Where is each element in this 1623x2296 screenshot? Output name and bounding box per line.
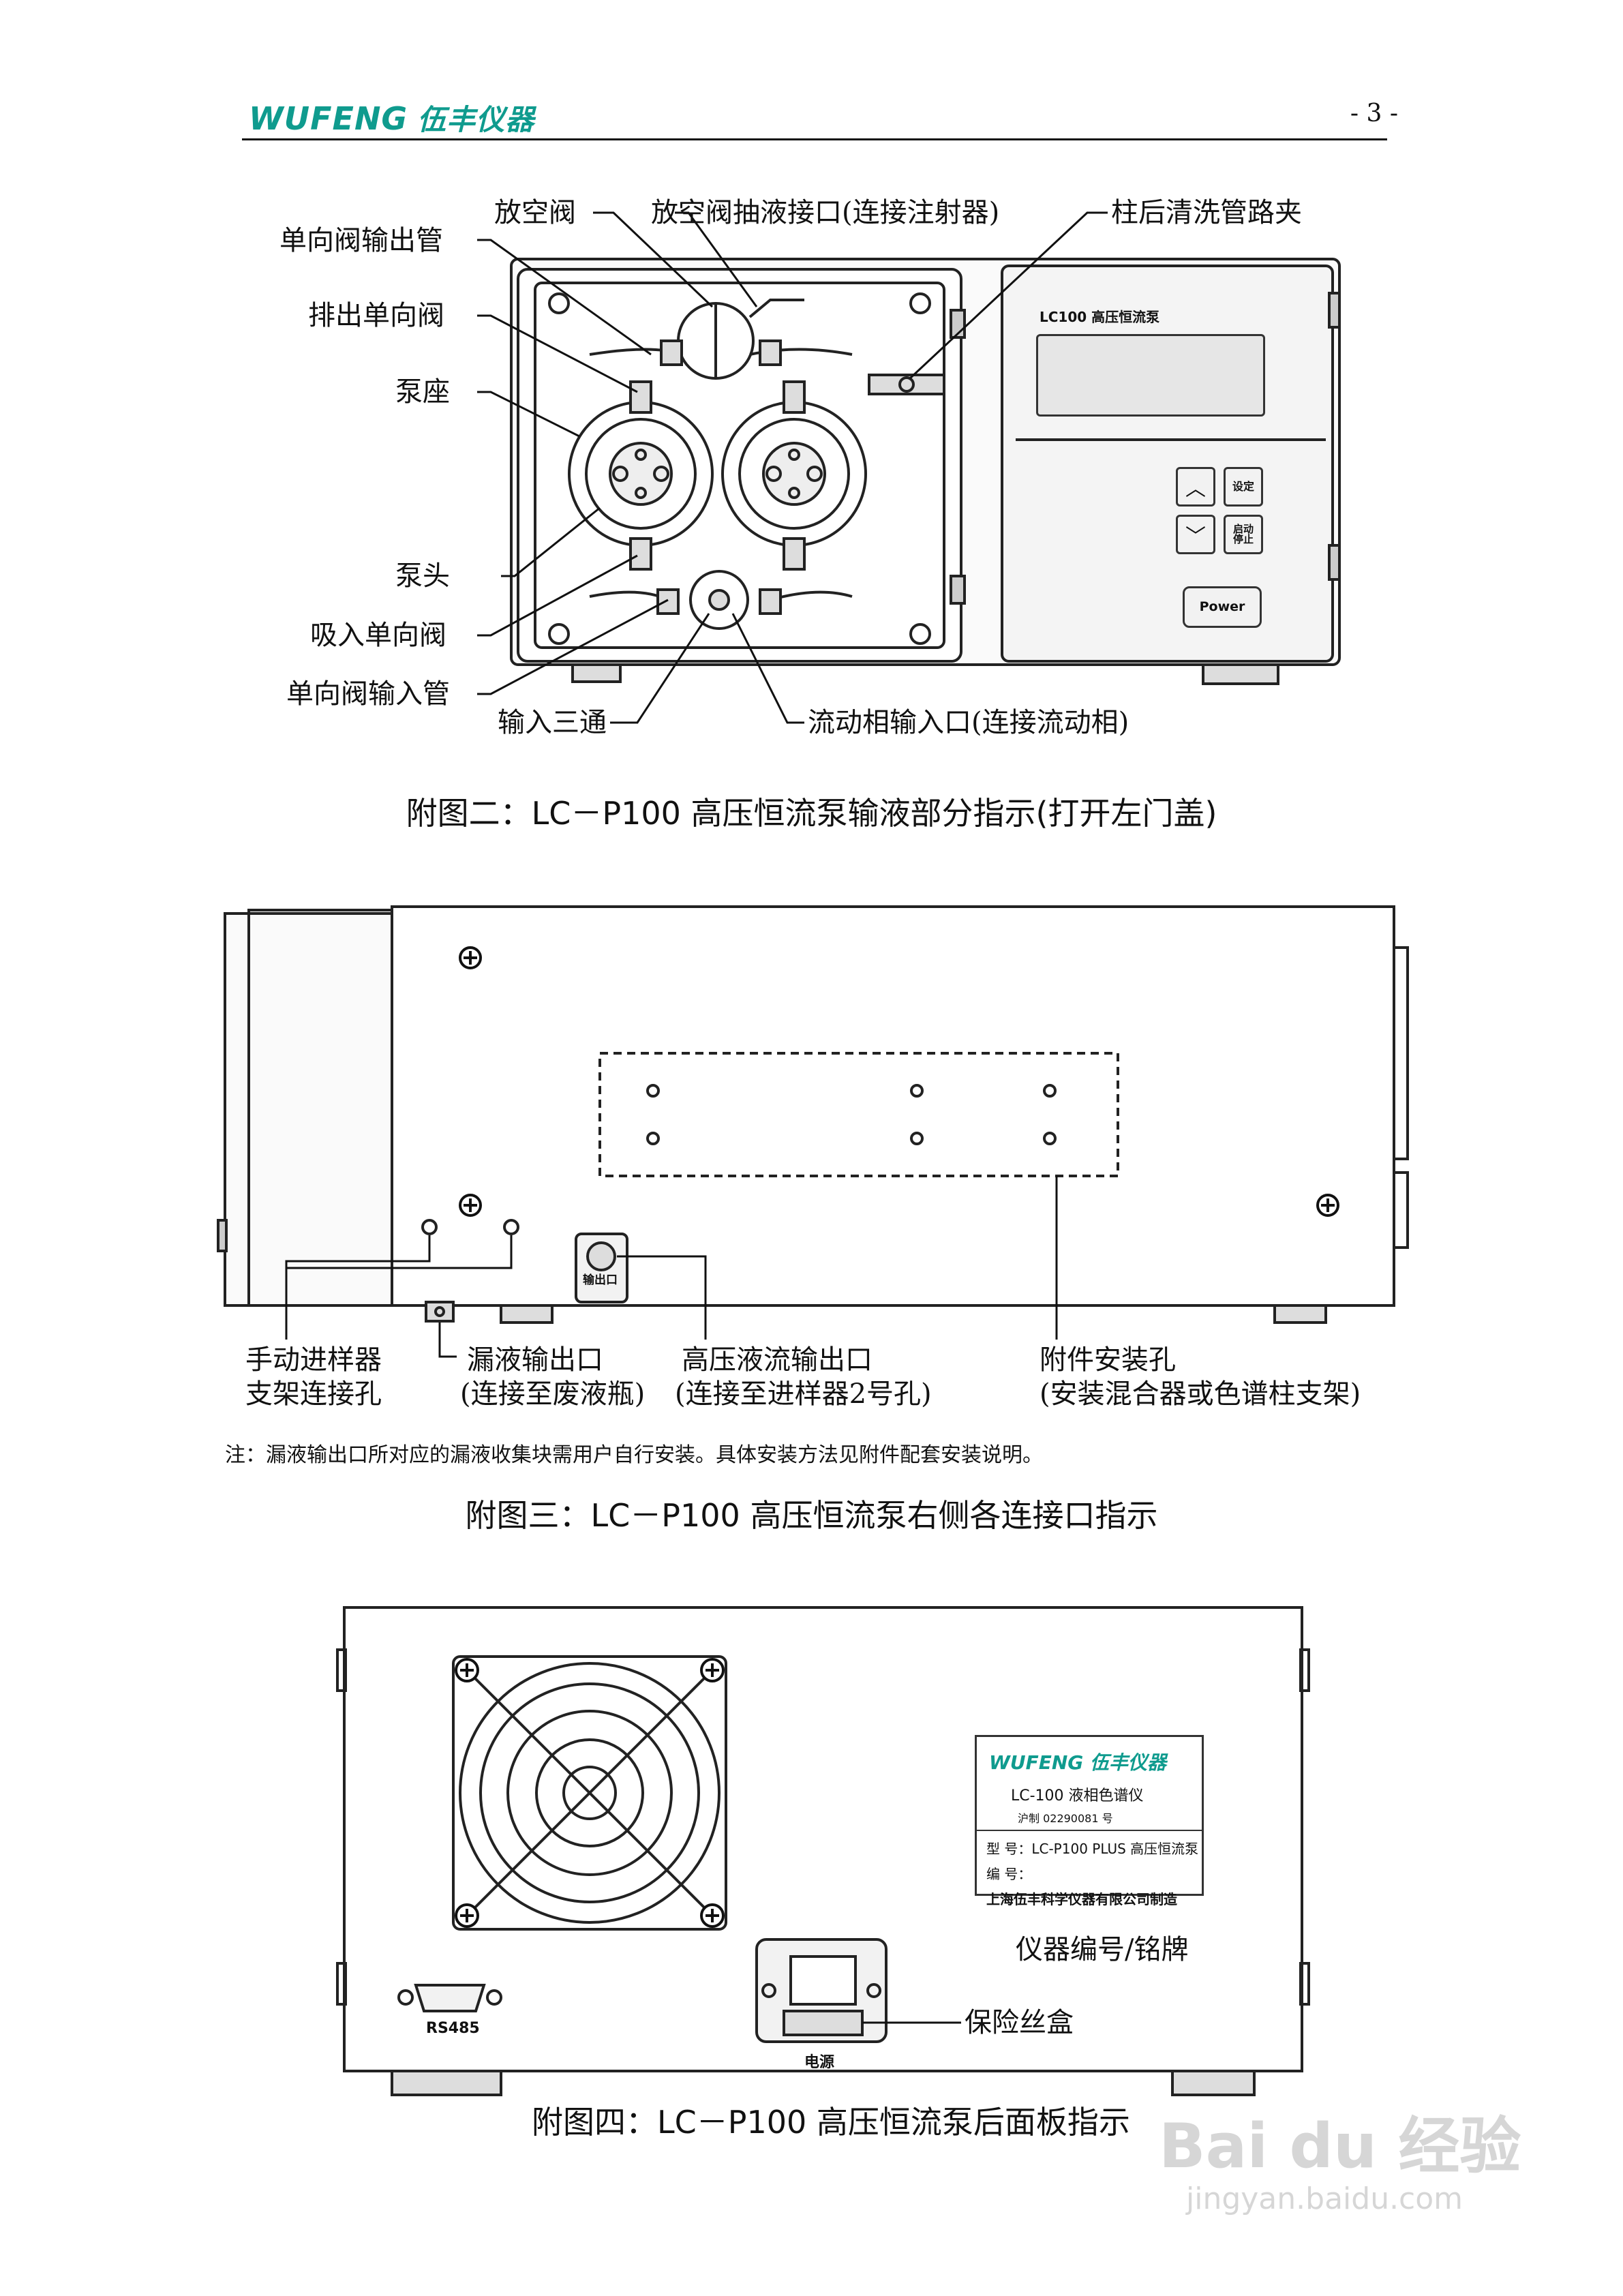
set-label: 设定 xyxy=(1232,480,1254,493)
nameplate: WUFENG 伍丰仪器 LC-100 液相色谱仪 沪制 02290081 号 型… xyxy=(975,1735,1204,1907)
rs485-label: RS485 xyxy=(426,2020,480,2037)
label-vent-port: 放空阀抽液接口(连接注射器) xyxy=(651,197,1000,228)
label-check-in-tube: 单向阀输入管 xyxy=(286,678,450,710)
label-manual-injector-1: 手动进样器 xyxy=(245,1344,382,1376)
nameplate-serial: 编 号： xyxy=(986,1866,1032,1882)
label-discharge-check: 排出单向阀 xyxy=(308,300,444,331)
up-button[interactable]: ︿ xyxy=(1176,467,1215,507)
start-label: 启动 xyxy=(1232,523,1254,535)
nameplate-cert: 沪制 02290081 号 xyxy=(1018,1812,1113,1825)
label-vent-valve: 放空阀 xyxy=(494,197,576,228)
label-suction-check: 吸入单向阀 xyxy=(310,620,446,651)
figure2-caption: 附图二：LC－P100 高压恒流泵输液部分指示(打开左门盖) xyxy=(406,795,1217,832)
label-hp-outlet-2: (连接至进样器2号孔) xyxy=(675,1378,932,1410)
power-label: Power xyxy=(1199,599,1245,614)
power-button[interactable]: Power xyxy=(1183,586,1262,628)
outlet-tag: 输出口 xyxy=(583,1273,618,1287)
page-number: - 3 - xyxy=(1350,100,1398,127)
chevron-up-icon: ︿ xyxy=(1185,477,1206,501)
header-rule xyxy=(242,138,1387,140)
label-manual-injector-2: 支架连接孔 xyxy=(245,1378,382,1410)
panel-title: LC100 高压恒流泵 xyxy=(1040,309,1160,325)
nameplate-logo: WUFENG 伍丰仪器 xyxy=(989,1748,1202,1775)
down-button[interactable]: ﹀ xyxy=(1176,515,1215,554)
watermark-url: jingyan.baidu.com xyxy=(1186,2181,1463,2216)
chevron-down-icon: ﹀ xyxy=(1185,525,1206,549)
nameplate-model: LC-100 液相色谱仪 xyxy=(1011,1787,1144,1804)
start-stop-button[interactable]: 启动停止 xyxy=(1224,515,1263,554)
set-button[interactable]: 设定 xyxy=(1224,467,1263,507)
label-hp-outlet-1: 高压液流输出口 xyxy=(682,1344,873,1376)
nameplate-type: 型 号：LC-P100 PLUS 高压恒流泵 xyxy=(986,1841,1199,1857)
nameplate-divider xyxy=(977,1830,1202,1831)
label-pump-head: 泵头 xyxy=(395,560,450,592)
nameplate-maker: 上海伍丰科学仪器有限公司制造 xyxy=(986,1891,1177,1907)
lcd-display xyxy=(1036,334,1265,417)
label-leak-outlet-1: 漏液输出口 xyxy=(467,1344,603,1376)
label-pump-seat: 泵座 xyxy=(395,376,450,408)
label-leak-outlet-2: (连接至废液瓶) xyxy=(460,1378,646,1410)
label-accessory-2: (安装混合器或色谱柱支架) xyxy=(1040,1378,1361,1410)
figure3-caption: 附图三：LC－P100 高压恒流泵右侧各连接口指示 xyxy=(465,1497,1158,1534)
label-clamp: 柱后清洗管路夹 xyxy=(1111,197,1302,228)
label-tee: 输入三通 xyxy=(498,707,607,738)
stop-label: 停止 xyxy=(1232,533,1254,545)
label-serial-plate: 仪器编号/铭牌 xyxy=(1016,1934,1189,1965)
figure4-caption: 附图四：LC－P100 高压恒流泵后面板指示 xyxy=(532,2104,1130,2141)
nameplate-logo-cn: 伍丰仪器 xyxy=(1090,1751,1167,1774)
watermark-logo: Bai du 经验 xyxy=(1159,2111,1521,2182)
power-socket-label: 电源 xyxy=(804,2054,835,2071)
logo-en: WUFENG xyxy=(249,100,408,137)
label-mobile-inlet: 流动相输入口(连接流动相) xyxy=(808,707,1129,738)
header-logo: WUFENG 伍丰仪器 xyxy=(249,97,534,138)
logo-cn: 伍丰仪器 xyxy=(417,103,535,136)
label-accessory-1: 附件安装孔 xyxy=(1040,1344,1176,1376)
nameplate-logo-en: WUFENG xyxy=(989,1751,1084,1774)
label-fuse-box: 保险丝盒 xyxy=(965,2007,1074,2038)
figure3-note: 注：漏液输出口所对应的漏液收集块需用户自行安装。具体安装方法见附件配套安装说明。 xyxy=(225,1443,1043,1467)
label-check-out-tube: 单向阀输出管 xyxy=(279,225,443,256)
